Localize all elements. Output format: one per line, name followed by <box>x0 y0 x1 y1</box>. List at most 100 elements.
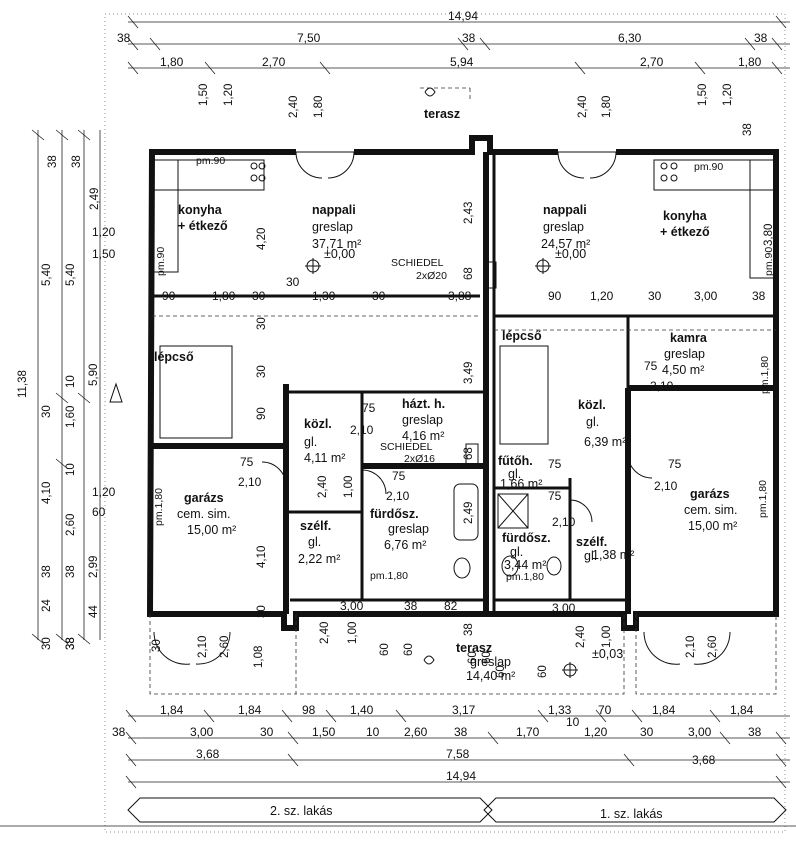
b-row2-38b: 38 <box>454 725 468 739</box>
l-dim-210c: 2,10 <box>386 489 410 503</box>
l-dim-30f: 30 <box>256 605 268 618</box>
r-bath-name: fürdősz. <box>502 531 551 545</box>
r-living-level: ±0,00 <box>555 247 586 261</box>
b-dim-210b: 2,10 <box>685 636 697 658</box>
dim-win-cr-240: 2,40 <box>577 96 589 118</box>
l-chimney-name: SCHIEDEL <box>391 257 444 269</box>
r-wardrobe-area: 1,38 m² <box>592 548 634 562</box>
b-dim-60b: 60 <box>403 643 415 656</box>
dim-left-10a: 10 <box>65 375 77 388</box>
b-row1-70: 70 <box>598 703 612 717</box>
b-row2-30a: 30 <box>260 725 274 739</box>
b-dim-300b: 3,00 <box>552 601 576 615</box>
r-boiler-name: fűtőh. <box>498 454 533 468</box>
l-dim-30a: 30 <box>252 289 266 303</box>
r-living-name: nappali <box>543 203 587 217</box>
l-dim-100: 1,00 <box>343 476 355 498</box>
dim-left-120a: 1,20 <box>92 225 116 239</box>
l-kitchen-name: konyha <box>178 203 223 217</box>
dim-left-30b: 30 <box>41 637 53 650</box>
l-wardrobe-area: 2,22 m² <box>298 552 340 566</box>
terrace-bottom-name: terasz <box>456 641 492 655</box>
l-utility-name: házt. h. <box>402 397 445 411</box>
b-dim-60d: 60 <box>481 651 493 664</box>
l-bath-pm: pm.1,80 <box>370 570 408 582</box>
l-dim-410: 4,10 <box>256 546 268 568</box>
l-stairs-label: lépcső <box>154 350 194 364</box>
l-hall-floor: gl. <box>304 435 317 449</box>
unit-banner-right <box>483 797 787 823</box>
l-dim-249: 2,49 <box>463 502 475 524</box>
dim-win-cl-180: 1,80 <box>313 96 325 118</box>
terrace-bottom-level: ±0,03 <box>592 647 623 661</box>
left-unit-rooms: pm.90 konyha + étkező pm.90 nappali gres… <box>153 155 447 582</box>
r-dim-380: 3,80 <box>763 224 775 246</box>
dim-left-60: 60 <box>92 505 106 519</box>
l-kitchen-name2: + étkező <box>178 219 228 233</box>
l-dim-30d: 30 <box>256 317 268 330</box>
r-hall-area: 6,39 m² <box>584 435 626 449</box>
page-frame <box>104 13 786 833</box>
l-dim-90c: 90 <box>256 407 268 420</box>
b-dim-260b: 2,60 <box>707 636 719 658</box>
dim-left-299: 2,99 <box>88 556 100 578</box>
r-boiler-area: 1,66 m² <box>500 477 542 491</box>
dim-left-260: 2,60 <box>65 514 77 536</box>
r-boiler-floor: gl. <box>508 467 521 481</box>
dim-top-38b: 38 <box>462 31 476 45</box>
dim-win-r-120: 1,20 <box>722 84 734 106</box>
dim-top-270a: 2,70 <box>262 55 286 69</box>
dim-left-38a: 38 <box>47 155 59 168</box>
b-overall: 14,94 <box>446 769 476 783</box>
b-row1-133: 1,33 <box>548 703 572 717</box>
r-stairs-label: lépcső <box>502 329 542 343</box>
l-dim-75c: 75 <box>392 469 406 483</box>
b-dim-38b: 38 <box>463 623 475 636</box>
dim-win-cr-180: 1,80 <box>601 96 613 118</box>
dim-top-630: 6,30 <box>618 31 642 45</box>
b-row2-30b: 30 <box>640 725 654 739</box>
l-wardrobe-floor: gl. <box>308 535 321 549</box>
r-dim-90: 90 <box>548 289 562 303</box>
b-row2-120: 1,20 <box>584 725 608 739</box>
r-dim-38: 38 <box>752 289 766 303</box>
b-dim-82: 82 <box>444 599 458 613</box>
b-dim-108: 1,08 <box>253 646 265 668</box>
l-bath-area: 6,76 m² <box>384 538 426 552</box>
r-kitchen-pm2: pm.90 <box>763 247 775 276</box>
terrace-top-label: terasz <box>424 107 460 121</box>
right-unit-rooms: pm.90 konyha + étkező pm.90 nappali gres… <box>498 161 775 583</box>
r-dim-75a: 75 <box>644 359 658 373</box>
r-dim-75c: 75 <box>548 457 562 471</box>
dim-left-38d: 38 <box>65 637 77 650</box>
r-pantry-area: 4,50 m² <box>662 363 704 377</box>
l-utility-floor: greslap <box>402 413 443 427</box>
terrace-bottom-floor: greslap <box>470 655 511 669</box>
section-marker-icon <box>109 382 123 403</box>
r-pantry-floor: greslap <box>664 347 705 361</box>
b-row1-10: 10 <box>566 715 580 729</box>
r-hall-name: közl. <box>578 398 606 412</box>
dim-left-1138: 11,38 <box>17 370 29 398</box>
r-bath-floor: gl. <box>510 545 523 559</box>
b-row3-368a: 3,68 <box>196 747 220 761</box>
dim-win-cl-240: 2,40 <box>288 96 300 118</box>
l-dim-30b: 30 <box>372 289 386 303</box>
l-utility-area: 4,16 m² <box>402 429 444 443</box>
dim-left-160: 1,60 <box>65 406 77 428</box>
r-dim-240: 2,40 <box>575 626 587 648</box>
left-dimensions: 38 2,49 38 5,40 5,40 5,90 10 1,60 10 2,6… <box>17 129 123 650</box>
dim-win-l-150: 1,50 <box>198 84 210 106</box>
r-kitchen-pm: pm.90 <box>694 161 723 173</box>
terrace-top: terasz <box>420 87 471 121</box>
l-dim-243: 2,43 <box>463 202 475 224</box>
dim-left-540a: 5,40 <box>65 264 77 286</box>
terrace-bottom-area: 14,40 m² <box>466 669 515 683</box>
r-garage-area: 15,00 m² <box>688 519 737 533</box>
r-bath-area: 3,44 m² <box>504 558 546 572</box>
dim-left-249: 2,49 <box>89 188 101 210</box>
r-wardrobe-floor: gl. <box>584 549 597 563</box>
l-living-area: 37,71 m² <box>312 237 361 251</box>
